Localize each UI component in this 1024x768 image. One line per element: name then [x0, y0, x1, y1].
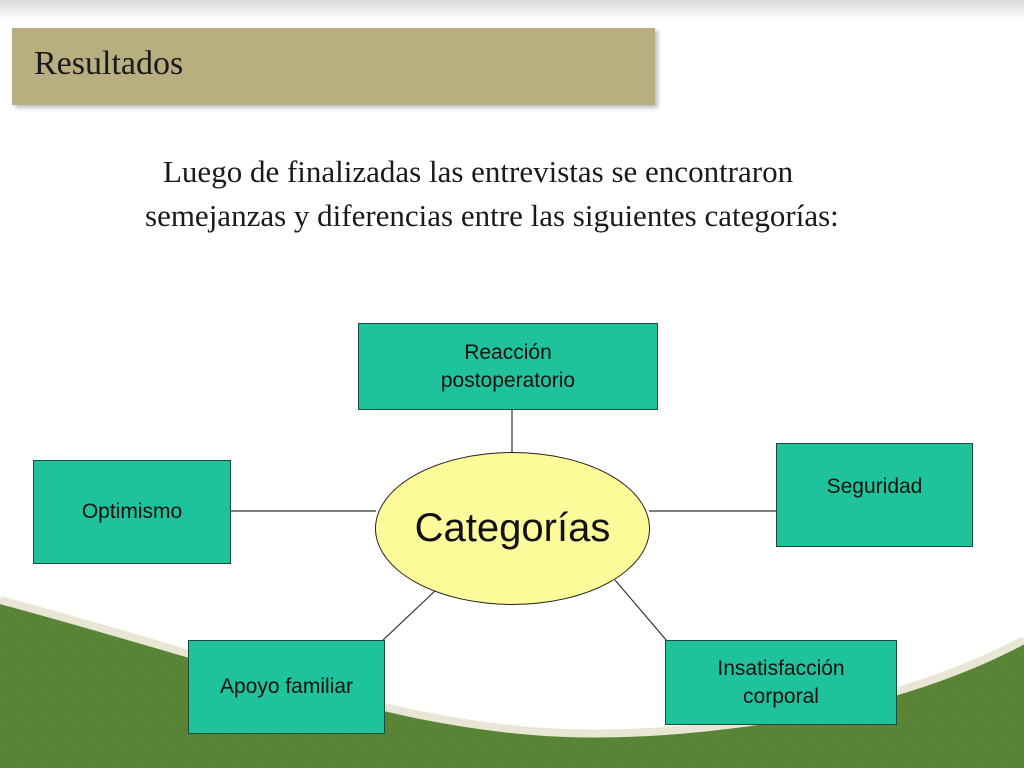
node-optimismo-label: Optimismo	[81, 500, 183, 523]
node-apoyo-familiar: Apoyo familiar	[188, 640, 385, 734]
node-reaccion-label: Reacción postoperatorio	[440, 340, 576, 392]
slide-body-text: Luego de finalizadas las entrevistas se …	[145, 154, 839, 233]
node-seguridad-label: Seguridad	[826, 475, 923, 498]
top-shadow	[0, 0, 1024, 20]
center-categorias: Categorías	[375, 452, 650, 605]
node-apoyo-label: Apoyo familiar	[219, 675, 354, 698]
connector-insatisfaccion	[614, 579, 668, 642]
node-optimismo: Optimismo	[33, 460, 231, 564]
node-reaccion-postoperatorio: Reacción postoperatorio	[358, 323, 658, 410]
slide-title: Resultados	[34, 45, 184, 82]
title-bar: Resultados	[12, 28, 655, 105]
connector-apoyo	[381, 589, 437, 642]
center-label: Categorías	[414, 506, 611, 550]
node-insatisfaccion-label: Insatisfacción corporal	[717, 656, 845, 708]
node-insatisfaccion-corporal: Insatisfacción corporal	[665, 640, 897, 725]
node-seguridad: Seguridad	[776, 443, 973, 547]
